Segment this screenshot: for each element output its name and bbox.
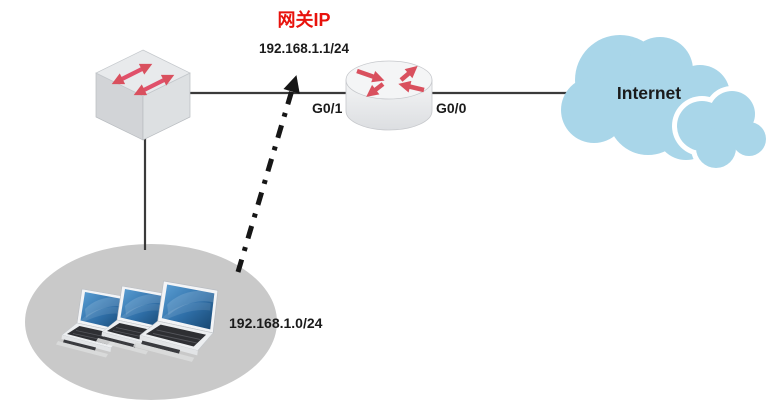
- router-interface-g00-label: G0/0: [436, 100, 467, 116]
- router-icon: [345, 60, 433, 131]
- internet-label: Internet: [616, 83, 682, 103]
- dash-dot-arrow-icon: [235, 75, 300, 273]
- router-interface-g01-label: G0/1: [312, 100, 343, 116]
- gateway-ip-title: 网关IP: [277, 10, 331, 30]
- lan-subnet-label: 192.168.1.0/24: [229, 315, 323, 331]
- internet-cloud-icon: [561, 35, 771, 173]
- switch-icon: [95, 49, 191, 141]
- connector-lines: [143, 91, 572, 250]
- gateway-ip-address: 192.168.1.1/24: [258, 41, 350, 56]
